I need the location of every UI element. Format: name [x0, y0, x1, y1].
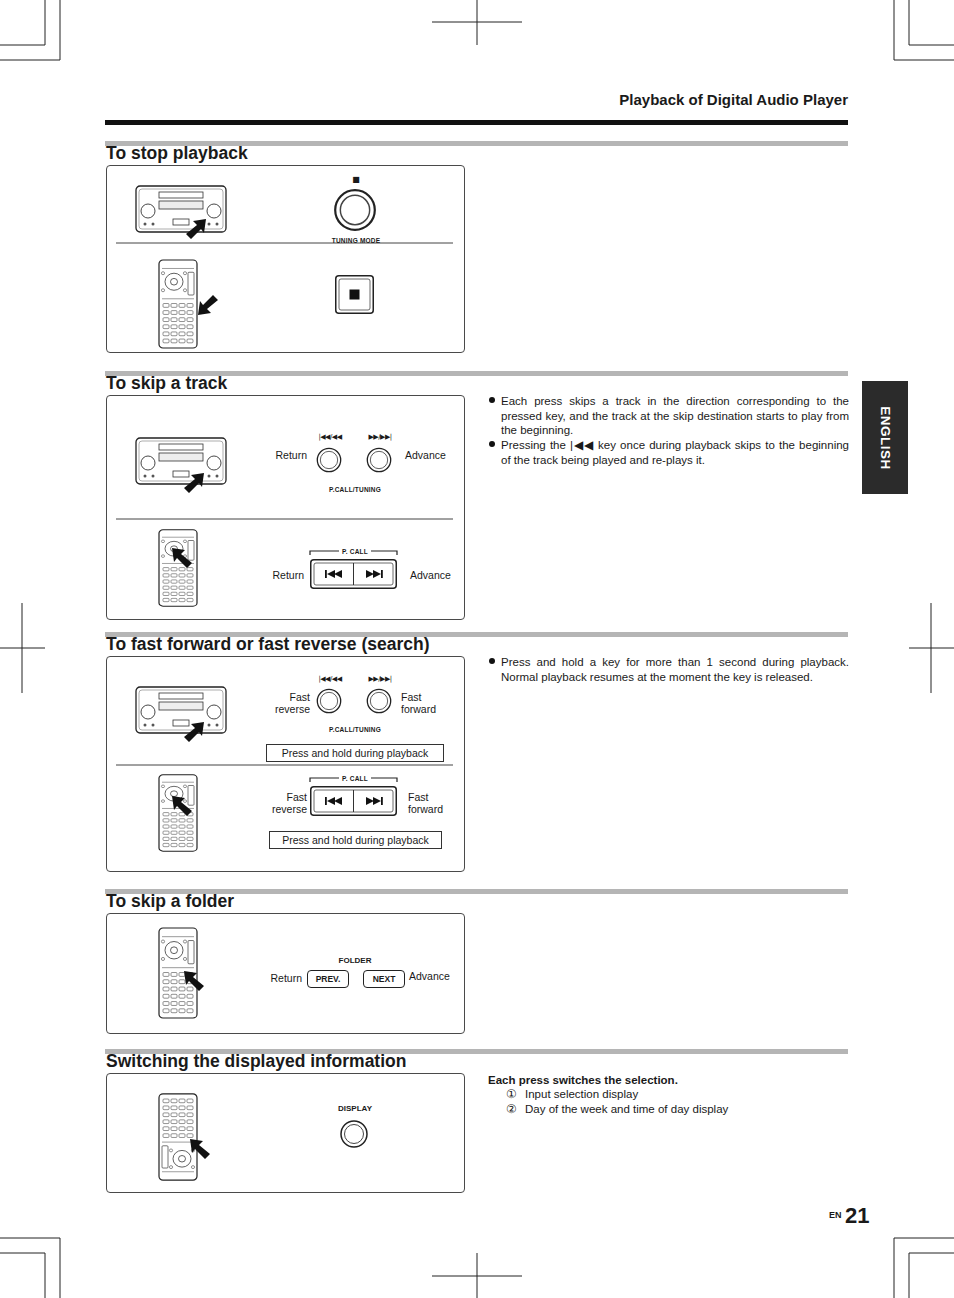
instruction-panel: To skip a trackReturn|◀◀/◀◀▶▶/▶▶|Advance… [106, 395, 465, 620]
section-heading: Switching the displayed information [106, 1052, 406, 1071]
tab-label: ENGLISH [878, 406, 893, 470]
instruction-panel: To fast forward or fast reverse (search)… [106, 656, 465, 872]
key-symbol: |◀◀/◀◀ [318, 433, 341, 441]
language-tab: ENGLISH [862, 381, 908, 494]
knob-label: P.CALL/TUNING [329, 486, 381, 494]
note-box: Press and hold during playback [266, 744, 444, 762]
key-label: Return [270, 972, 302, 984]
skip-illustration [116, 438, 453, 606]
list-item: Input selection display [525, 1087, 638, 1102]
instruction-panel: To stop playback■TUNING MODE [106, 165, 465, 353]
stop-symbol: ■ [352, 175, 360, 184]
section-heading: To fast forward or fast reverse (search) [106, 635, 430, 654]
section-bars [105, 141, 848, 1054]
button-group-label: FOLDER [339, 956, 372, 965]
list-number: ① [506, 1087, 517, 1102]
note-text: Press and hold during playback [282, 747, 429, 759]
bullet-note: Press and hold a key for more than 1 sec… [501, 655, 849, 684]
section-heading: To stop playback [106, 144, 248, 163]
folder-illustration [159, 928, 204, 1018]
key-label: Advance [409, 970, 450, 982]
button-key: PREV. [307, 970, 349, 988]
header-rule [105, 120, 848, 125]
page-header: Playback of Digital Audio Player [619, 91, 848, 109]
knob-label: TUNING MODE [332, 237, 380, 245]
key-label: Fast forward [401, 691, 441, 715]
note-text: Press and hold during playback [282, 834, 429, 846]
button-label: NEXT [373, 973, 396, 985]
key-label: Return [272, 569, 304, 581]
knob-label: P.CALL/TUNING [329, 726, 381, 734]
note-heading: Each press switches the selection. [488, 1073, 678, 1088]
stop-illustration [116, 186, 453, 348]
bullet-dots [489, 397, 495, 664]
button-key: NEXT [363, 970, 405, 988]
key-symbol: |◀◀/◀◀ [318, 675, 341, 683]
key-label: Fast forward [408, 791, 448, 815]
key-label: Return [275, 449, 307, 461]
key-label: Fast reverse [270, 691, 310, 715]
display-illustration [159, 1094, 367, 1180]
key-label: Fast reverse [267, 791, 307, 815]
search-illustration [116, 687, 453, 851]
bullet-note: Each press skips a track in the directio… [501, 394, 849, 438]
key-label: Advance [405, 449, 446, 461]
button-group-label: P. CALL [339, 548, 371, 556]
key-label: Advance [410, 569, 451, 581]
page-number: 21 [845, 1204, 869, 1228]
button-label: DISPLAY [338, 1104, 372, 1113]
note-box: Press and hold during playback [269, 831, 442, 849]
button-group-label: P. CALL [339, 775, 371, 783]
button-label: PREV. [316, 973, 341, 985]
instruction-panel: To skip a folderReturnFOLDERAdvancePREV.… [106, 913, 465, 1034]
key-symbol: ▶▶/▶▶| [368, 675, 391, 683]
section-heading: To skip a track [106, 374, 227, 393]
instruction-panel: Switching the displayed informationDISPL… [106, 1073, 465, 1193]
language-code: EN [829, 1208, 842, 1223]
bullet-note: Pressing the |◀◀ key once during playbac… [501, 438, 849, 467]
list-item: Day of the week and time of day display [525, 1102, 728, 1117]
section-heading: To skip a folder [106, 892, 234, 911]
key-symbol: ▶▶/▶▶| [368, 433, 391, 441]
list-number: ② [506, 1102, 517, 1117]
